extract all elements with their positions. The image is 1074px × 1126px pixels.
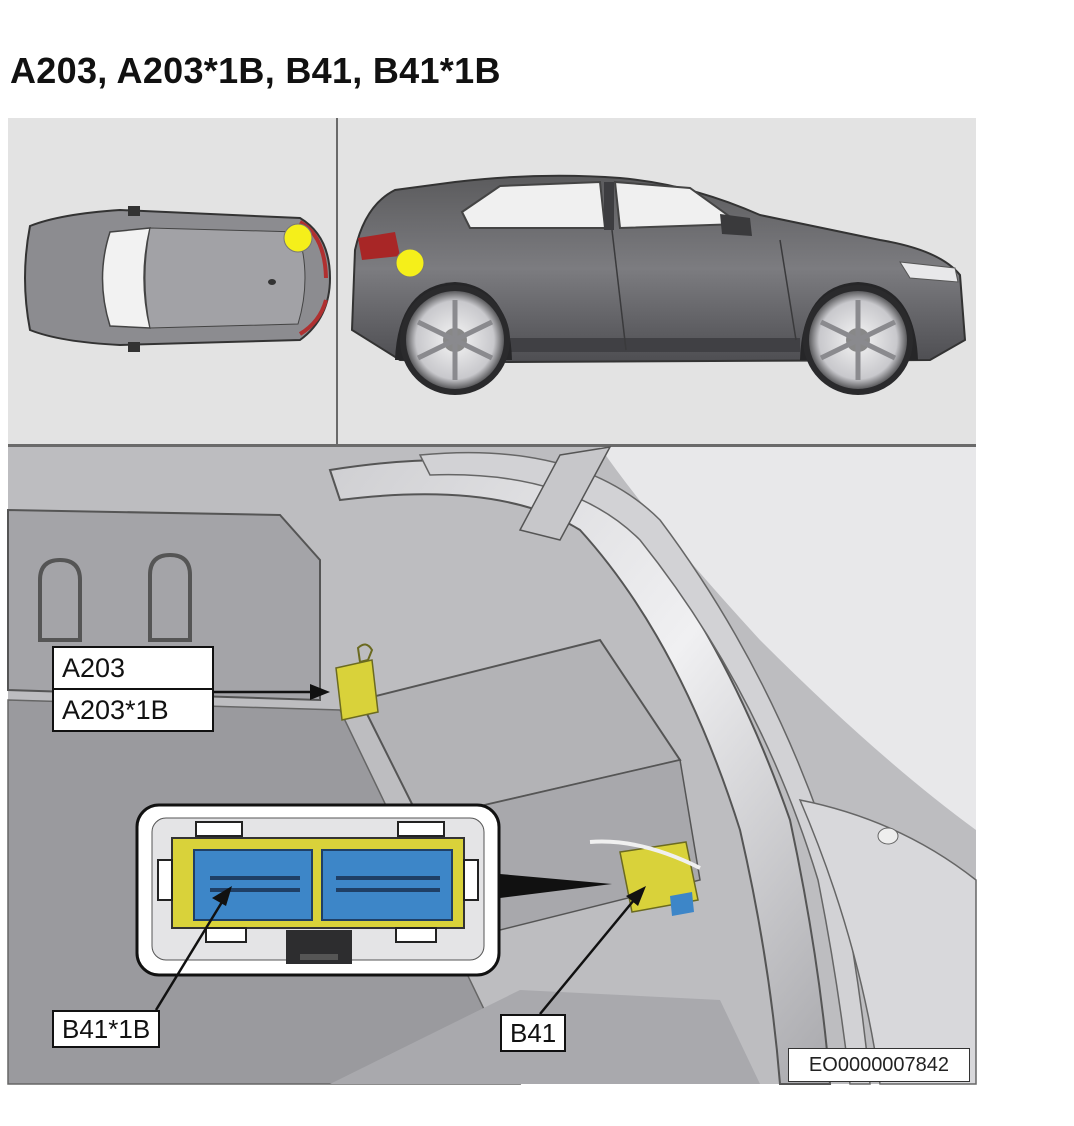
label-a203-1b: A203*1B bbox=[54, 688, 212, 730]
connector-b41-1b bbox=[193, 849, 313, 921]
connector-detail-inset bbox=[135, 803, 501, 977]
interior-view-panel bbox=[7, 446, 977, 1085]
document-id: EO0000007842 bbox=[788, 1048, 970, 1082]
page-title: A203, A203*1B, B41, B41*1B bbox=[10, 50, 501, 91]
callout-a203: A203 A203*1B bbox=[52, 646, 214, 732]
callout-arrows bbox=[154, 684, 646, 1015]
top-view-panel bbox=[8, 118, 338, 446]
location-marker-top bbox=[283, 223, 313, 253]
location-marker-side bbox=[395, 248, 425, 278]
side-view-panel bbox=[338, 118, 976, 446]
label-a203: A203 bbox=[62, 653, 126, 683]
inset-pointer bbox=[500, 874, 612, 898]
label-b41-1b: B41*1B bbox=[52, 1010, 161, 1048]
label-b41: B41 bbox=[500, 1014, 567, 1052]
